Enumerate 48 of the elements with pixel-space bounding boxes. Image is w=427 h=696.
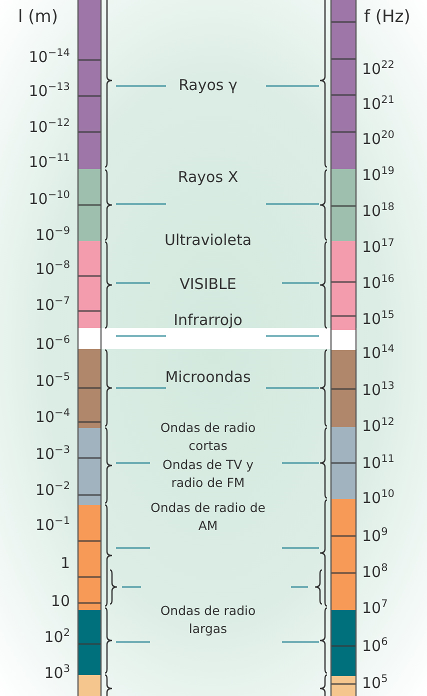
wavelength-tick-label: 10$^{−1}$ <box>35 517 70 534</box>
wavelength-tick-label: 10$^{−3}$ <box>35 446 70 463</box>
frequency-tick-label: 10$^{22}$ <box>362 61 394 78</box>
wavelength-tick-label: 10$^{−5}$ <box>35 373 70 390</box>
axis-title: l (m) <box>18 8 58 27</box>
frequency-tick-label: 10$^{14}$ <box>362 345 394 362</box>
axis-title: f (Hz) <box>364 8 410 27</box>
wavelength-tick-label: 10$^{−6}$ <box>35 336 70 353</box>
frequency-tick-label: 10$^{19}$ <box>362 167 394 184</box>
frequency-tick-label: 10$^{9}$ <box>362 528 388 545</box>
band-name: Infrarrojo <box>174 312 242 328</box>
band-name: Ondas de TV y radio de FM <box>162 456 254 492</box>
frequency-tick-label: 10$^{13}$ <box>362 382 394 399</box>
band-name: VISIBLE <box>180 276 236 292</box>
band-name: Ondas de radio cortas <box>159 419 257 456</box>
wavelength-tick-label: 10$^{−13}$ <box>28 83 70 100</box>
wavelength-tick-label: 10 <box>50 593 70 610</box>
band-name: Ultravioleta <box>164 232 252 248</box>
frequency-tick-label: 10$^{10}$ <box>362 490 394 507</box>
frequency-tick-label: 10$^{15}$ <box>362 311 394 328</box>
wavelength-tick-label: 10$^{−8}$ <box>35 261 70 278</box>
wavelength-tick-label: 10$^{3}$ <box>44 665 70 682</box>
band-name: Rayos X <box>178 169 238 186</box>
wavelength-tick-label: 10$^{−11}$ <box>28 154 70 171</box>
frequency-tick-label: 10$^{5}$ <box>362 675 388 692</box>
frequency-tick-label: 10$^{7}$ <box>362 600 388 617</box>
frequency-tick-label: 10$^{12}$ <box>362 418 394 435</box>
wavelength-tick-label: 10$^{−10}$ <box>28 191 70 208</box>
band-name: Ondas de radio largas <box>159 602 257 638</box>
frequency-tick-label: 10$^{8}$ <box>362 564 388 581</box>
frequency-tick-label: 10$^{11}$ <box>362 455 394 472</box>
wavelength-tick-label: 10$^{−2}$ <box>35 482 70 499</box>
wavelength-tick-label: 10$^{−14}$ <box>28 49 70 66</box>
band-name: Rayos γ <box>178 77 238 94</box>
wavelength-tick-label: 10$^{−9}$ <box>35 227 70 244</box>
frequency-tick-label: 10$^{6}$ <box>362 638 388 655</box>
wavelength-tick-label: 10$^{2}$ <box>44 629 70 646</box>
frequency-tick-label: 10$^{16}$ <box>362 275 394 292</box>
frequency-tick-label: 10$^{20}$ <box>362 131 394 148</box>
frequency-tick-label: 10$^{18}$ <box>362 203 394 220</box>
wavelength-tick-label: 10$^{−4}$ <box>35 409 70 426</box>
wavelength-tick-label: 10$^{−12}$ <box>28 119 70 136</box>
wavelength-tick-label: 10$^{−7}$ <box>35 297 70 314</box>
band-name: Microondas <box>165 369 251 386</box>
wavelength-tick-label: 1 <box>60 555 70 572</box>
frequency-tick-label: 10$^{17}$ <box>362 239 394 256</box>
frequency-tick-label: 10$^{21}$ <box>362 96 394 113</box>
band-name: Ondas de radio de AM <box>150 499 266 536</box>
